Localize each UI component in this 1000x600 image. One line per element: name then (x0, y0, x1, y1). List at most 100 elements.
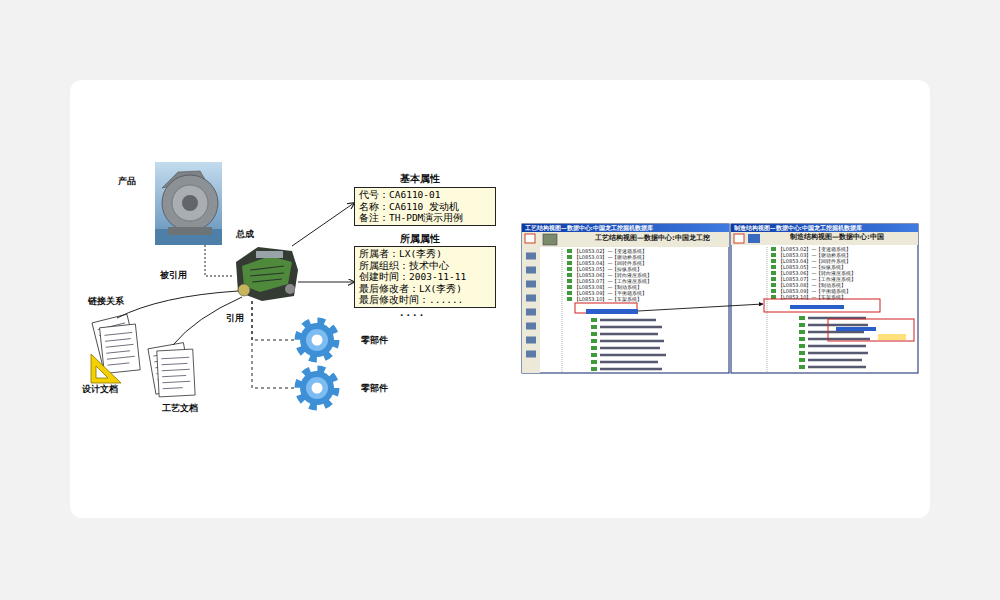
tree-row-text: 【L0853.05】—【操纵系统】 (778, 264, 846, 270)
tree-guide (562, 249, 563, 372)
window-title: 工艺结构视图—数据中心:中国龙工挖掘机数据库 (525, 224, 653, 232)
tree-row-text: 【L0853.08】—【制动系统】 (778, 282, 846, 288)
tooltip (878, 334, 906, 340)
document-label: 设计文档 (82, 384, 118, 395)
assembly-label: 总成 (236, 229, 254, 240)
tree-row-text: 【L0853.07】—【工作液压系统】 (778, 276, 856, 282)
attribute-line: 备注：TH-PDM演示用例 (359, 212, 491, 224)
reference-line (205, 245, 232, 276)
mapping-arrow (638, 304, 763, 311)
gear-hole (312, 335, 323, 346)
design-page (100, 324, 141, 374)
window-toolbar (731, 232, 918, 245)
attribute-box: 所属属性所属者：LX(李秀)所属组织：技术中心创建时间：2003-11-11最后… (354, 246, 496, 308)
window-frame (731, 224, 918, 373)
edge-label: 被引用 (160, 270, 187, 281)
tree-icons (771, 249, 776, 297)
tree-row-text: 【L0853.10】—【车架系统】 (574, 296, 642, 302)
highlight-box (764, 299, 880, 312)
sidebar-icons (526, 256, 536, 354)
tree-icons (591, 320, 597, 369)
tree-row-text: 【L0853.02】—【变速箱系统】 (574, 248, 647, 254)
window-titlebar (522, 224, 729, 232)
gear-body (300, 371, 334, 405)
toolbar-icon (734, 234, 744, 243)
edge-label: 链接关系 (88, 296, 124, 307)
attribute-arrow (292, 203, 354, 246)
assembly-image: 总成 (232, 244, 298, 301)
tree-icons (567, 251, 572, 299)
attribute-line: 最后修改时间：...... (359, 294, 491, 306)
highlight-box (828, 319, 914, 341)
window-sidebar (522, 247, 540, 373)
selected-row (586, 309, 638, 314)
engine-manifold (256, 251, 283, 258)
attribute-box: 基本属性代号：CA6110-01名称：CA6110 发动机备注：TH-PDM演示… (354, 187, 496, 226)
engine-block (236, 247, 298, 301)
toolbar-icon (543, 234, 557, 245)
attribute-heading: 所属属性 (400, 233, 440, 244)
ellipsis-mark: · · · · (400, 310, 423, 321)
gear-face (306, 377, 328, 399)
part-gear: 零部件 (295, 318, 339, 362)
product-label: 产品 (118, 176, 136, 187)
pump-base (168, 227, 212, 235)
attribute-line: 创建时间：2003-11-11 (359, 271, 491, 283)
gear-hole (312, 383, 323, 394)
attribute-heading: 基本属性 (400, 173, 440, 184)
page-sheet (100, 324, 141, 374)
engine-ribs (250, 266, 284, 282)
window-titlebar (731, 224, 918, 232)
toolbar-icon (525, 234, 535, 243)
tree-icons (799, 318, 805, 367)
gear-teeth (298, 369, 336, 407)
engine-flywheel (285, 284, 295, 294)
part-label: 零部件 (361, 383, 388, 394)
reference-line (252, 301, 295, 340)
window-title: 制造结构视图—数据中心:中国龙工挖掘机数据库 (734, 224, 862, 232)
tree-row-text: 【L0853.07】—【工作液压系统】 (574, 278, 652, 284)
process-document: 工艺文档 (150, 345, 196, 397)
process-page (157, 349, 195, 397)
pump-housing (162, 175, 218, 231)
window-header: 制造结构视图—数据中心:中国 (790, 233, 884, 242)
set-square (91, 354, 121, 383)
window-header: 工艺结构视图—数据中心:中国龙工挖 (595, 234, 710, 243)
tree-guide (767, 247, 768, 372)
product-photo (155, 162, 222, 245)
tree-row-text: 【L0853.03】—【驱动桥系统】 (778, 252, 851, 258)
pump-hub (182, 195, 198, 211)
document-label: 工艺文档 (162, 403, 198, 414)
pump-cover (172, 185, 208, 221)
design-document: 设计文档 (90, 318, 140, 380)
engine-pulley (238, 284, 250, 296)
attribute-line: 所属者：LX(李秀) (359, 248, 491, 260)
tree-row-text: 【L0853.06】—【转向液压系统】 (778, 270, 856, 276)
tree-row-text: 【L0853.04】—【回转件系统】 (778, 258, 851, 264)
gear-face (306, 329, 328, 351)
window-frame (522, 224, 729, 373)
attribute-arrow (298, 282, 354, 283)
tree-row-text: 【L0853.02】—【变速箱系统】 (778, 246, 851, 252)
selected-row (790, 305, 844, 309)
tree-rows (808, 318, 870, 367)
tree-row-text: 【L0853.03】—【驱动桥系统】 (574, 254, 647, 260)
tree-row-text: 【L0853.04】—【回转件系统】 (574, 260, 647, 266)
link-curve (117, 291, 238, 318)
part-gear: 零部件 (295, 366, 339, 410)
part-label: 零部件 (361, 335, 388, 346)
tree-rows (600, 320, 666, 369)
page-lines (104, 332, 135, 365)
tree-row-text: 【L0853.09】—【平衡箱系统】 (778, 288, 851, 294)
window-toolbar (522, 232, 729, 247)
tree-row-text: 【L0853.09】—【平衡箱系统】 (574, 290, 647, 296)
tree-row-text: 【L0853.06】—【转向液压系统】 (574, 272, 652, 278)
tree-row-text: 【L0853.08】—【制动系统】 (574, 284, 642, 290)
gear-body (300, 323, 334, 357)
tree-row-text: 【L0853.10】—【车架系统】 (778, 294, 846, 300)
toolbar-icon (748, 234, 760, 243)
attribute-line: 最后修改者：LX(李秀) (359, 283, 491, 295)
reference-line (252, 301, 295, 388)
